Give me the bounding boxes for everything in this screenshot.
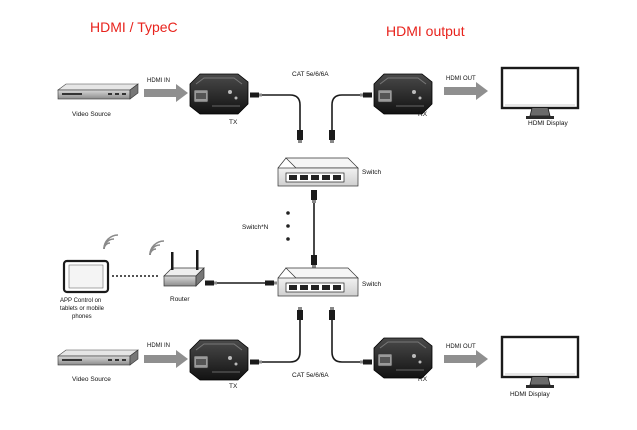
bottom-tx-switch-plug-icon [297, 307, 303, 320]
bottom-switch-label: Switch [362, 281, 382, 288]
top-cat-label: CAT 5e/6/6A [292, 71, 329, 78]
hdmi-output-heading: HDMI output [386, 23, 465, 39]
top-rx-plug-icon [360, 92, 372, 98]
bottom-tx-plug-icon [250, 359, 262, 365]
top-hdmi-out-label: HDMI OUT [446, 76, 476, 82]
tablet-wifi-icon [103, 234, 119, 250]
switch-n-dot-1 [286, 211, 290, 215]
top-video-source-icon [57, 83, 139, 100]
app-control-label-line-2: tablets or mobile [60, 306, 105, 312]
bottom-rx-cable [331, 320, 367, 363]
bottom-hdmi-in-arrow-icon [144, 350, 188, 368]
bottom-tx-cable [252, 320, 301, 363]
bottom-video-source-label: Video Source [72, 376, 111, 383]
top-rx-unit-icon [373, 73, 433, 115]
app-control-label-line-1: APP Control on [60, 298, 101, 304]
bottom-hdmi-in-label: HDMI IN [147, 343, 170, 349]
top-video-source-label: Video Source [72, 111, 111, 118]
top-tx-plug-icon [250, 92, 262, 98]
switch-n-label: Switch*N [242, 224, 269, 231]
top-hdmi-in-label: HDMI IN [147, 78, 170, 84]
top-hdmi-display-label: HDMI Display [528, 120, 568, 127]
app-control-label-line-3: phones [72, 314, 92, 320]
router-icon [163, 250, 205, 287]
top-rx-label: RX [418, 111, 428, 118]
router-label: Router [170, 296, 190, 303]
top-switch-icon [277, 157, 359, 187]
top-rx-cable [331, 94, 367, 130]
bottom-switch-uplink-plug-icon [311, 255, 317, 268]
bottom-rx-label: RX [418, 376, 428, 383]
top-tx-switch-plug-icon [297, 130, 303, 143]
bottom-hdmi-display-icon [500, 335, 580, 390]
top-tx-unit-icon [189, 73, 249, 115]
top-switch-uplink-plug-icon [311, 190, 317, 203]
bottom-rx-switch-plug-icon [329, 307, 335, 320]
switch-n-dot-3 [286, 237, 290, 241]
router-plug-icon [205, 280, 217, 286]
router-wifi-icon [149, 240, 165, 256]
top-tx-cable [252, 94, 301, 130]
bottom-hdmi-display-label: HDMI Display [510, 391, 550, 398]
bottom-hdmi-out-arrow-icon [444, 350, 488, 368]
top-rx-switch-plug-icon [329, 130, 335, 143]
bottom-tx-unit-icon [189, 339, 249, 381]
top-tx-label: TX [229, 119, 238, 126]
top-hdmi-out-arrow-icon [444, 82, 488, 100]
switch-n-dot-2 [286, 224, 290, 228]
top-hdmi-display-icon [500, 66, 580, 121]
bottom-tx-label: TX [229, 383, 238, 390]
bottom-hdmi-out-label: HDMI OUT [446, 344, 476, 350]
bottom-video-source-icon [57, 349, 139, 366]
tablet-icon [62, 259, 110, 294]
bottom-switch-router-plug-icon [265, 280, 277, 286]
top-switch-label: Switch [362, 169, 382, 176]
hdmi-typec-heading: HDMI / TypeC [90, 19, 178, 35]
bottom-rx-unit-icon [373, 337, 433, 379]
bottom-rx-plug-icon [360, 359, 372, 365]
top-hdmi-in-arrow-icon [144, 84, 188, 102]
bottom-cat-label: CAT 5e/6/6A [292, 372, 329, 379]
bottom-switch-icon [277, 267, 359, 297]
